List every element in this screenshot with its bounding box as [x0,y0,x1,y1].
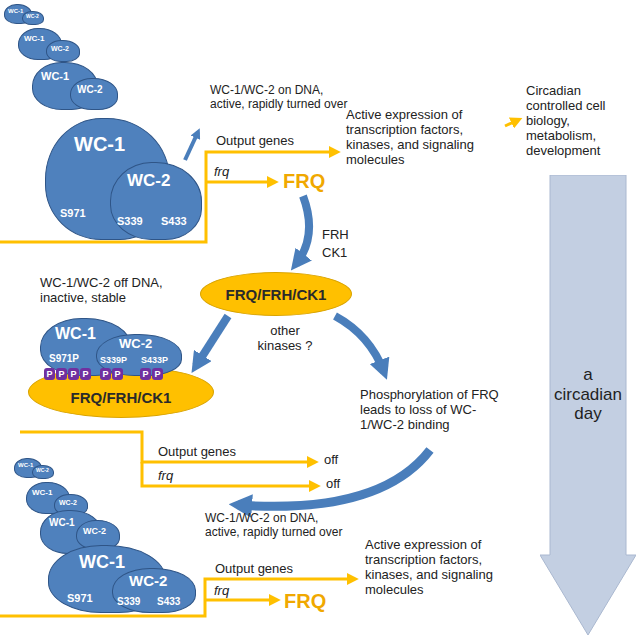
node-text: S433P [141,355,168,365]
node-text: WC-1 [41,70,69,83]
annotation-text: WC-1/WC-2 off DNA, inactive, stable [40,276,195,306]
annotation-text: Active expression of transcription facto… [346,108,504,168]
node-text: WC-2 [77,84,103,96]
node-text: a circadian day [550,365,627,424]
annotation-text: CK1 [322,246,347,261]
annotation-text: frq [214,584,229,599]
node-text: WC-2 [59,499,77,507]
arrow-shape [540,175,636,635]
node-text: S433 [161,215,187,228]
phospho-mark: P [80,368,91,380]
phospho-mark: P [44,368,55,380]
node-text: WC-2 [26,14,39,20]
protein-blob: WC-2 [70,78,118,110]
flow-arrow [196,316,228,366]
node-text: WC-1 [24,34,44,43]
node-text: S971P [49,353,79,365]
annotation-text: Active expression of transcription facto… [365,538,523,598]
protein-blob: WC-2 [32,465,54,479]
annotation-text: Output genes [215,562,293,577]
annotation-text: FRQ [284,590,326,613]
node-text: S433 [157,596,180,608]
phospho-mark: P [56,368,67,380]
node-text: WC-1 [74,133,125,156]
annotation-text: frq [158,469,173,484]
annotation-text: Output genes [216,134,294,149]
annotation-text: Circadian controlled cell biology, metab… [526,84,636,159]
annotation-text: WC-1/WC-2 on DNA, active, rapidly turned… [205,512,355,540]
node-text: S971 [67,592,93,605]
node-text: WC-2 [119,337,152,352]
annotation-text: FRH [322,228,349,243]
protein-blob: WC-2S339 S433 [110,162,202,240]
complex-ellipse: FRQ/FRH/CK1 [200,272,352,316]
node-text: WC-1 [32,488,52,497]
annotation-text: off [326,477,340,492]
node-text: WC-1 [8,8,23,15]
node-text: WC-2 [51,45,69,53]
phospho-mark: P [152,368,163,380]
time-arrow: a circadian day [540,175,636,637]
node-text: WC-2 [83,526,106,536]
protein-blob: WC-2 [22,11,44,25]
phospho-mark: P [140,368,151,380]
node-text: FRQ/FRH/CK1 [201,286,351,303]
node-text: WC-2 [127,171,170,191]
node-text: S339 [117,215,143,228]
node-text: WC-1 [49,517,75,529]
node-text: FRQ/FRH/CK1 [29,389,213,406]
node-text: WC-1 [55,325,96,343]
node-text: WC-2 [129,572,167,589]
annotation-text: other kinases ? [250,324,320,354]
annotation-text: Phosphorylation of FRQ leads to loss of … [360,388,510,433]
node-text: WC-1 [18,462,33,469]
node-text: S339 [117,596,140,608]
protein-blob: WC-2S339 S433 [112,568,196,613]
node-text: S339P [100,355,127,365]
phospho-mark: P [100,368,111,380]
node-text: WC-1 [79,552,125,573]
phospho-mark: P [68,368,79,380]
annotation-text: Output genes [158,445,236,460]
phospho-mark: P [112,368,123,380]
protein-blob: WC-2 [46,40,80,62]
annotation-text: frq [214,165,229,180]
annotation-text: WC-1/WC-2 on DNA, active, rapidly turned… [210,84,360,112]
node-text: WC-2 [36,468,49,474]
annotation-text: off [324,453,338,468]
node-text: S971 [60,207,86,220]
annotation-text: FRQ [283,170,325,193]
